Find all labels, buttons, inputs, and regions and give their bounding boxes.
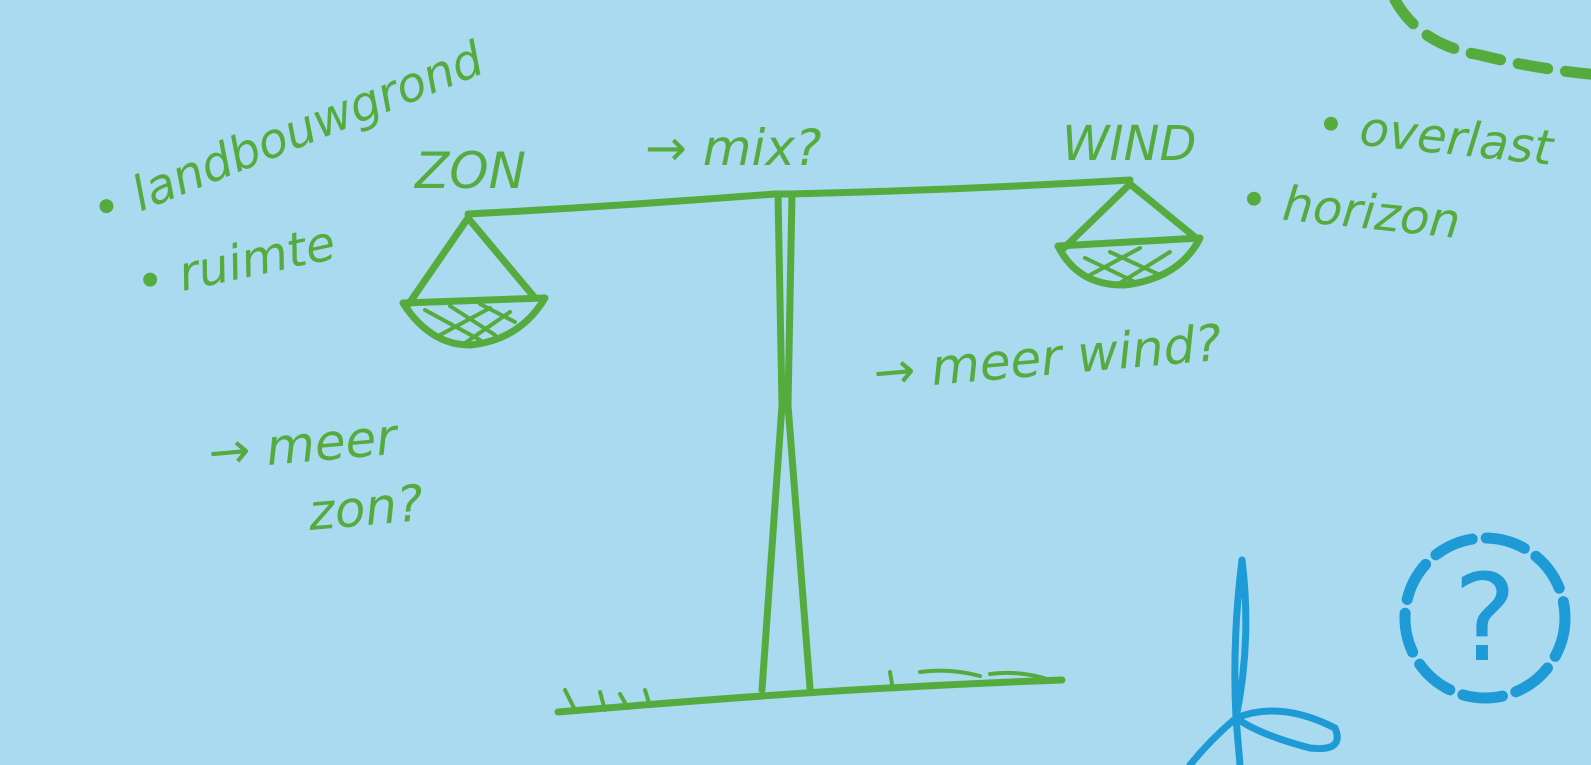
more-sun-label-line2: zon? <box>305 474 426 542</box>
wind-turbine-icon <box>1190 560 1337 765</box>
right-note-horizon: • horizon <box>1237 171 1463 250</box>
more-wind-label: → meer wind? <box>871 314 1224 402</box>
question-circle-icon: ? <box>1405 538 1565 698</box>
left-note-ruimte: • ruimte <box>131 215 340 312</box>
left-note-landbouwgrond: • landbouwgrond <box>84 31 492 239</box>
scale-icon <box>403 180 1200 712</box>
left-label: ZON <box>413 142 526 200</box>
right-label: WIND <box>1062 116 1196 172</box>
more-sun-label-line1: → meer <box>206 407 402 482</box>
right-note-overlast: • overlast <box>1314 96 1558 177</box>
question-mark: ? <box>1453 550 1517 689</box>
center-label: → mix? <box>645 119 822 177</box>
dashed-arc-icon <box>1395 0 1591 75</box>
